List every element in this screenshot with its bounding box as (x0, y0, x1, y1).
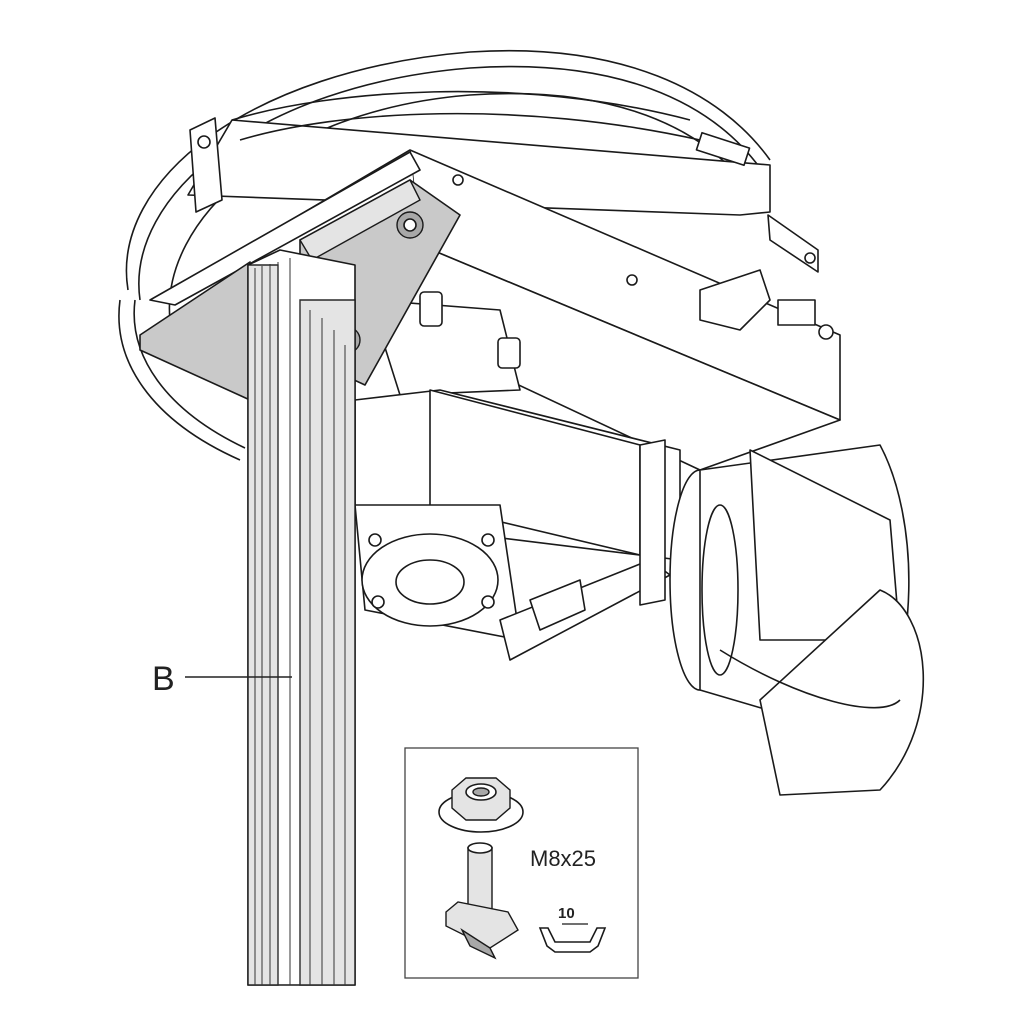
hardware-inset: M8x25 10 (404, 747, 639, 979)
callout-label: B (152, 660, 175, 698)
curved-track (118, 49, 819, 461)
slot-size-label: 10 (558, 905, 575, 922)
aluminium-profile (247, 249, 356, 986)
gearbox (354, 289, 681, 661)
flange-nut-icon (438, 777, 524, 833)
slot-profile-icon (538, 923, 607, 953)
callout-b: B (152, 660, 292, 698)
motor (669, 444, 925, 796)
t-bolt-icon (445, 842, 519, 960)
bolt-spec-label: M8x25 (530, 846, 596, 871)
